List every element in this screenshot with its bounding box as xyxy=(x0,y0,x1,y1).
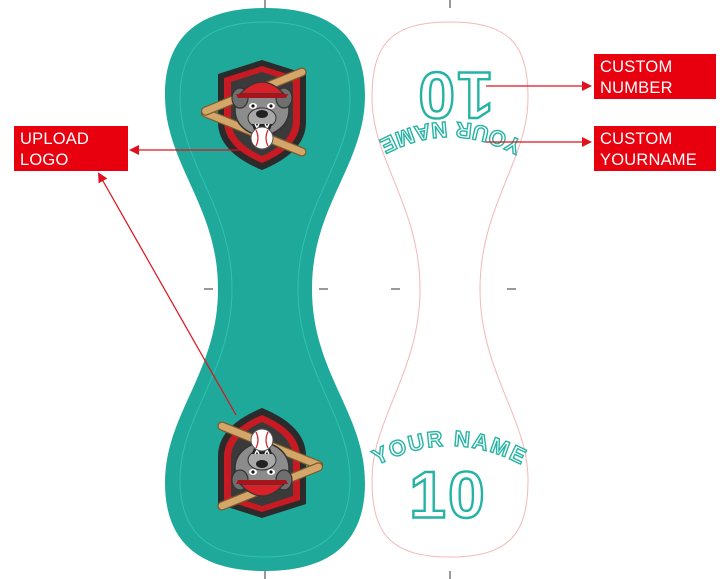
callout-upload-line1: UPLOAD xyxy=(20,130,90,148)
callout-number-line1: CUSTOM xyxy=(600,58,673,76)
callout-upload-logo[interactable]: UPLOAD LOGO xyxy=(14,126,128,171)
callout-upload-line2: LOGO xyxy=(20,151,69,169)
number-top[interactable]: 10 xyxy=(415,57,495,133)
callout-custom-number[interactable]: CUSTOM NUMBER xyxy=(594,54,716,99)
teal-safe-line xyxy=(179,21,351,558)
teal-wrap-shape xyxy=(165,8,365,571)
callout-number-line2: NUMBER xyxy=(600,79,673,97)
white-wrap-shape xyxy=(371,21,529,558)
callout-custom-yourname[interactable]: CUSTOM YOURNAME xyxy=(594,126,716,171)
arrow-logo-bottom-to-callout xyxy=(98,172,237,416)
callout-name-line1: CUSTOM xyxy=(600,130,673,148)
registration-marks xyxy=(204,0,516,579)
annotation-arrows xyxy=(98,81,592,416)
callout-name-line2: YOURNAME xyxy=(600,151,697,169)
number-bottom[interactable]: 10 xyxy=(408,456,486,532)
